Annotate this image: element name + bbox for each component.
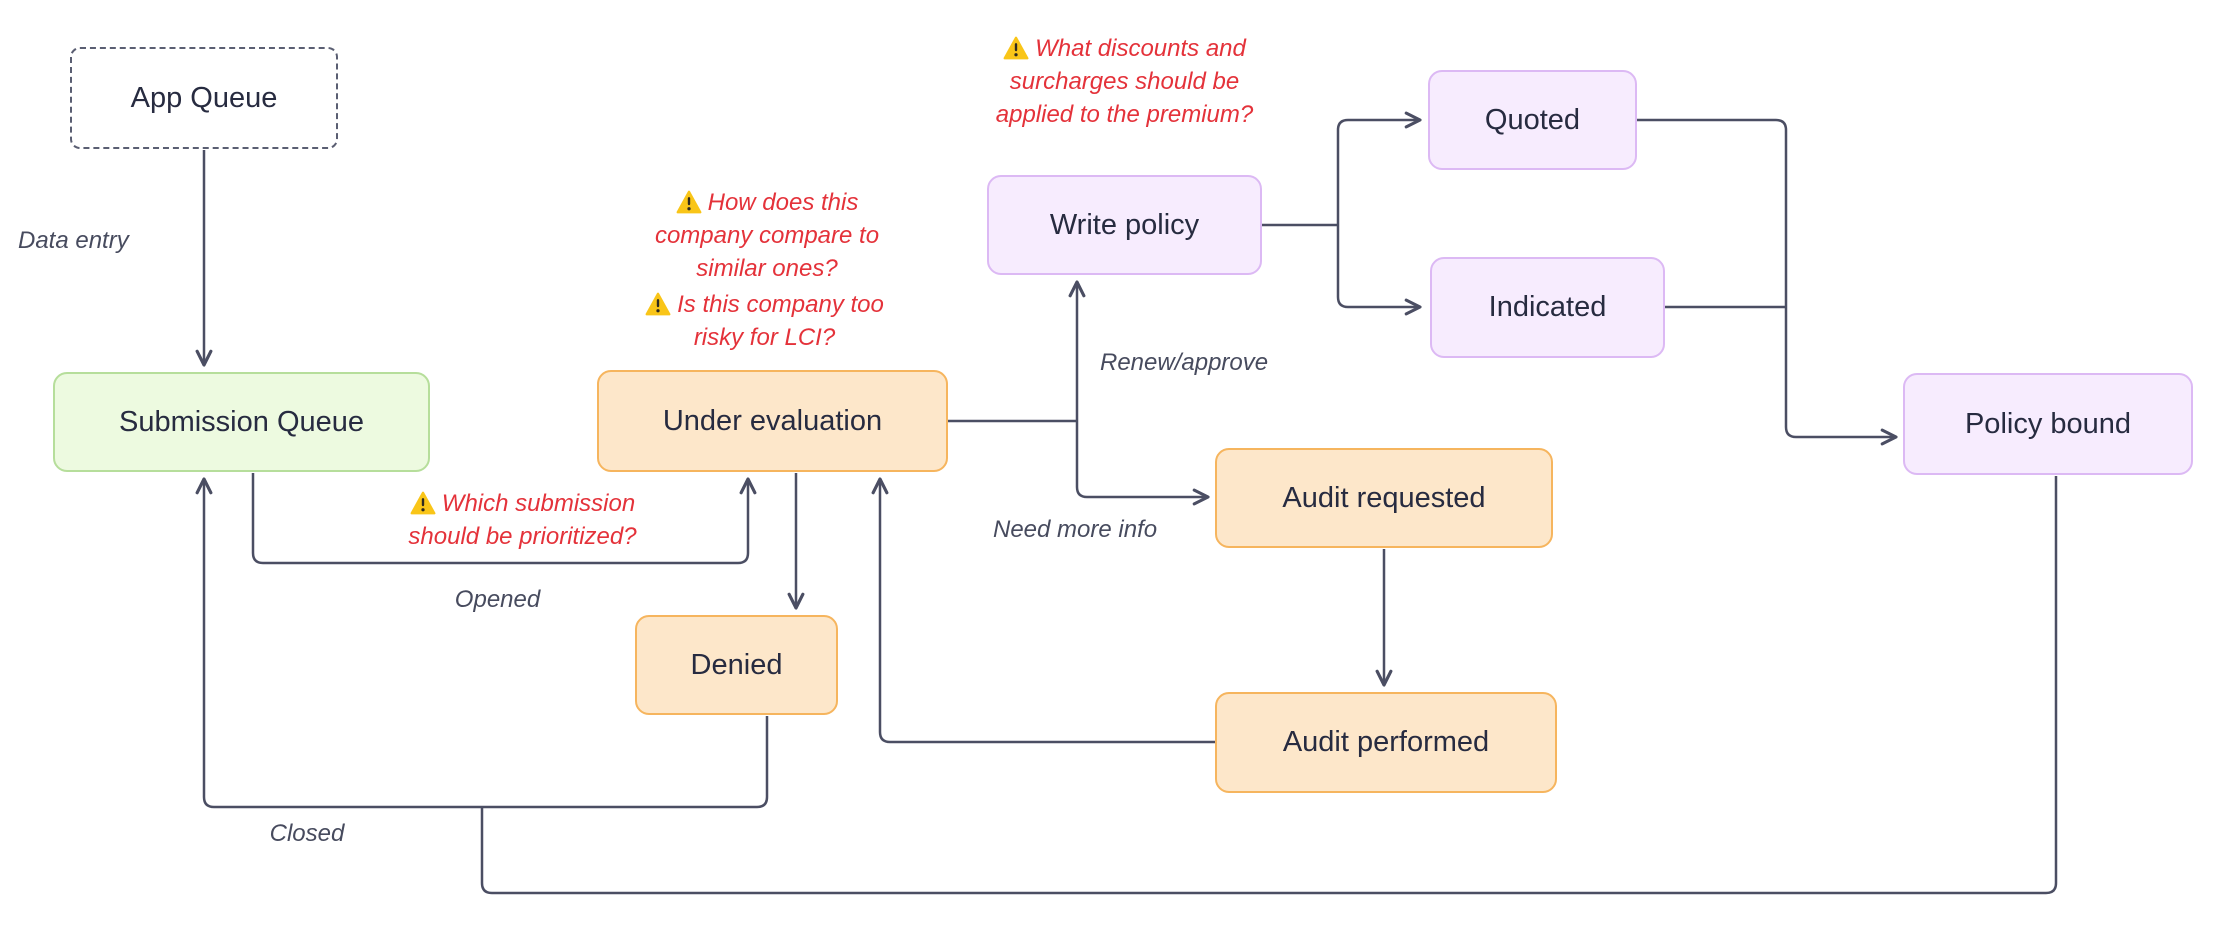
annotation-discounts: What discounts and surcharges should be … — [992, 32, 1257, 131]
edge-label-renew-approve: Renew/approve — [1100, 349, 1269, 376]
warning-icon — [1003, 36, 1029, 60]
node-audit-performed[interactable]: Audit performed — [1215, 692, 1557, 793]
edge-junction-to-auditrequested — [1075, 421, 1210, 506]
annotation-risky-text: Is this company too risky for LCI? — [677, 291, 884, 352]
edge-label-need-more-info: Need more info — [993, 516, 1158, 543]
node-denied-label: Denied — [690, 648, 783, 681]
annotation-compare: How does this company compare to similar… — [647, 186, 887, 285]
edge-label-closed: Closed — [269, 820, 345, 847]
node-quoted-label: Quoted — [1484, 103, 1581, 136]
edge-denied-to-submission-closed — [195, 477, 769, 809]
annotation-compare-text: How does this company compare to similar… — [654, 189, 880, 283]
warning-icon — [645, 292, 671, 316]
edge-label-opened: Opened — [454, 586, 541, 613]
node-under-evaluation-label: Under evaluation — [662, 404, 883, 437]
node-policy-bound[interactable]: Policy bound — [1903, 373, 2193, 475]
annotation-risky: Is this company too risky for LCI? — [642, 288, 887, 354]
node-denied[interactable]: Denied — [635, 615, 838, 715]
node-app-queue[interactable]: App Queue — [70, 47, 338, 149]
node-write-policy-label: Write policy — [1049, 208, 1200, 241]
warning-icon — [676, 190, 702, 214]
node-under-evaluation[interactable]: Under evaluation — [597, 370, 948, 472]
node-audit-requested[interactable]: Audit requested — [1215, 448, 1553, 548]
node-submission-queue-label: Submission Queue — [118, 405, 365, 438]
edge-writepolicy-to-indicated — [1336, 225, 1422, 316]
edge-label-data-entry: Data entry — [18, 227, 129, 254]
annotation-discounts-text: What discounts and surcharges should be … — [995, 35, 1254, 129]
node-app-queue-label: App Queue — [130, 81, 278, 114]
node-policy-bound-label: Policy bound — [1964, 407, 2132, 440]
node-audit-requested-label: Audit requested — [1282, 481, 1486, 514]
warning-icon — [410, 491, 436, 515]
node-quoted[interactable]: Quoted — [1428, 70, 1637, 170]
edge-writepolicy-to-quoted — [1336, 111, 1422, 225]
node-submission-queue[interactable]: Submission Queue — [53, 372, 430, 472]
annotation-prioritized: Which submission should be prioritized? — [395, 487, 650, 553]
edge-quoted-to-policybound — [1637, 118, 1898, 446]
edge-policybound-closed-return — [480, 476, 2058, 895]
annotation-prioritized-text: Which submission should be prioritized? — [408, 490, 637, 551]
node-write-policy[interactable]: Write policy — [987, 175, 1262, 275]
node-audit-performed-label: Audit performed — [1282, 726, 1490, 758]
edge-submission-to-under-opened — [251, 473, 757, 565]
edge-auditperformed-to-under — [871, 477, 1215, 744]
node-indicated[interactable]: Indicated — [1430, 257, 1665, 358]
node-indicated-label: Indicated — [1488, 291, 1607, 323]
